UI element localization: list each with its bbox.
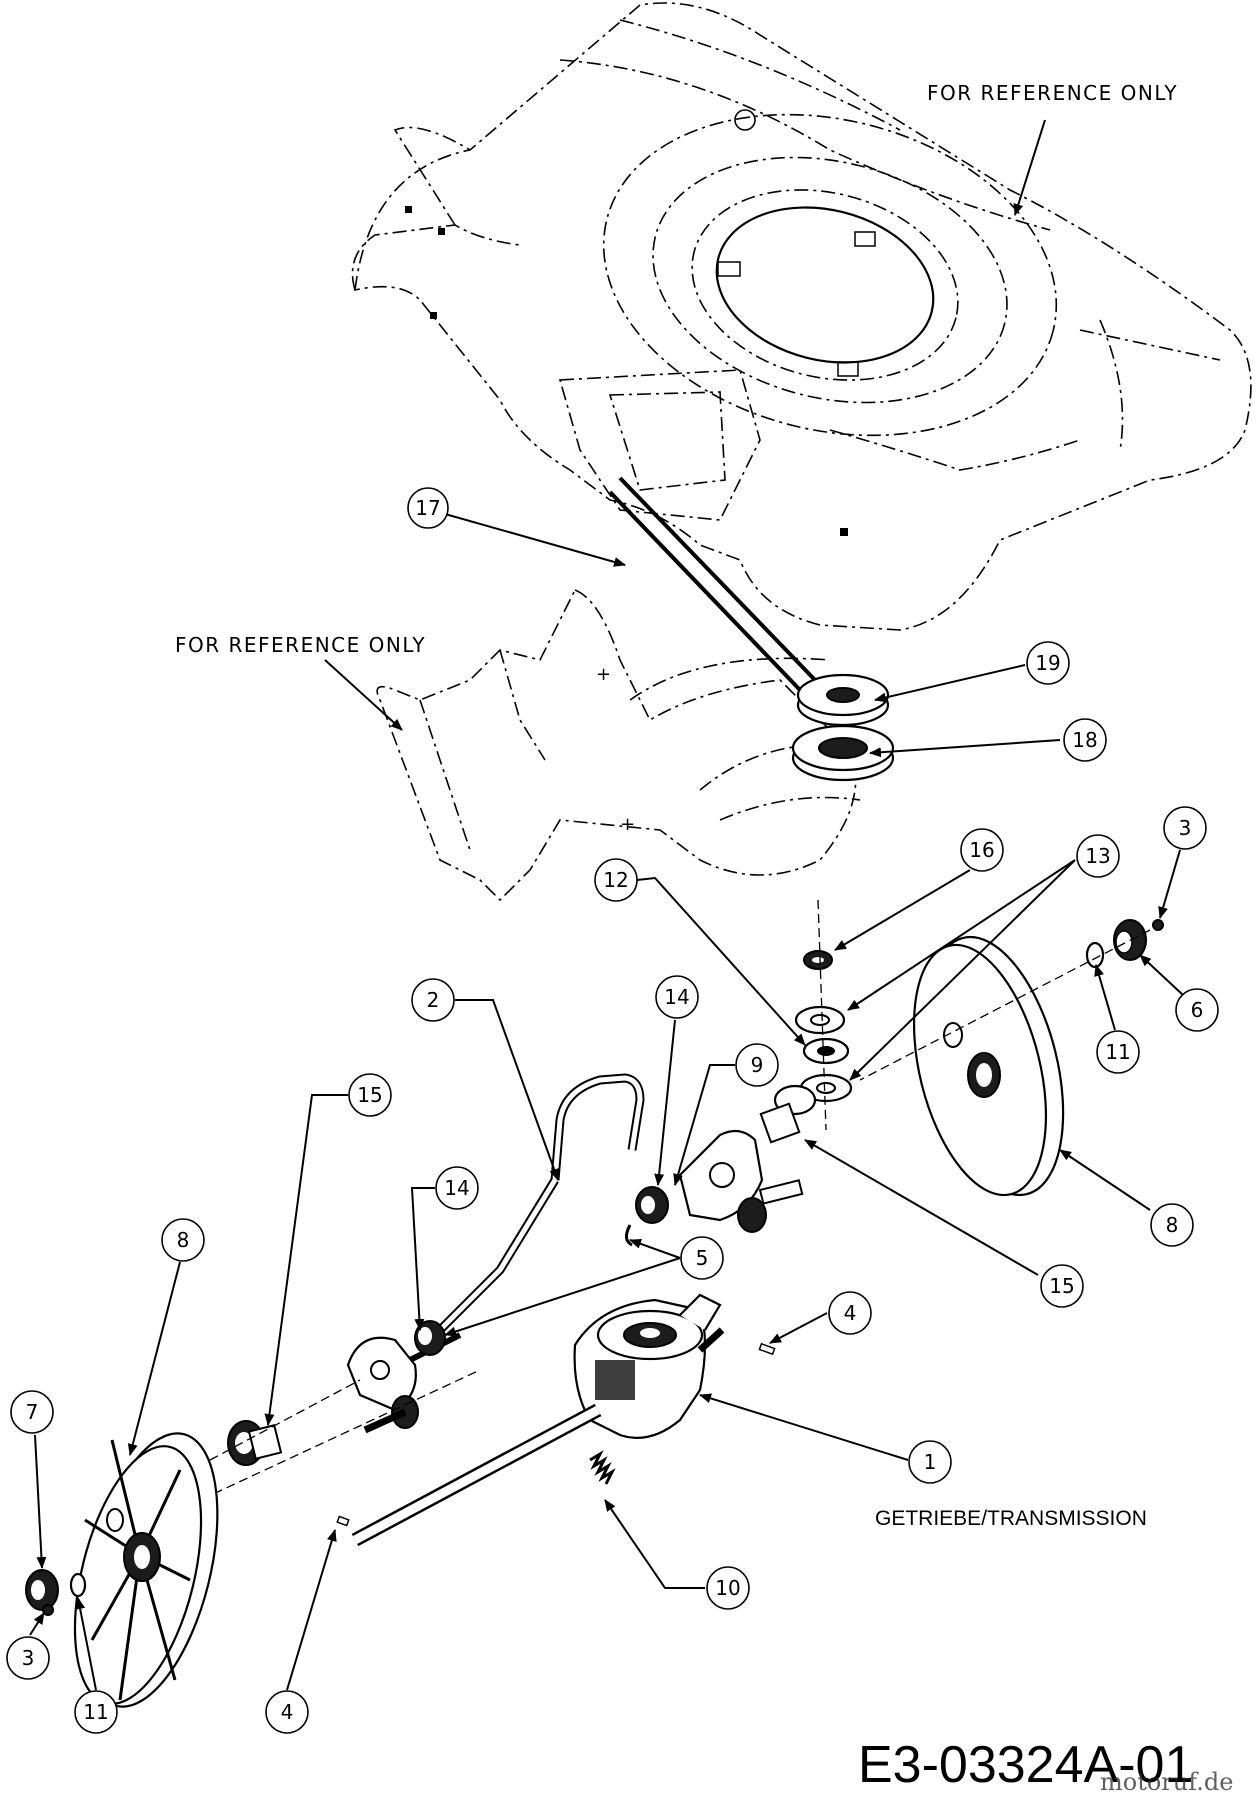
reference-label-top: FOR REFERENCE ONLY bbox=[927, 81, 1178, 105]
svg-text:3: 3 bbox=[22, 1646, 35, 1670]
callout-9: 9 bbox=[735, 1043, 779, 1087]
callout-14-left: 14 bbox=[435, 1166, 479, 1210]
hub-cap-left bbox=[25, 1569, 87, 1616]
bearing-left bbox=[227, 1420, 283, 1466]
callout-4-left: 4 bbox=[265, 1690, 309, 1734]
drive-belt bbox=[608, 476, 817, 692]
svg-text:15: 15 bbox=[1049, 1274, 1074, 1298]
svg-text:9: 9 bbox=[751, 1053, 764, 1077]
mower-deck-outline bbox=[351, 2, 1252, 631]
pulley-assembly bbox=[791, 673, 895, 782]
callout-1: 1 bbox=[908, 1440, 952, 1484]
callout-3-right: 3 bbox=[1163, 806, 1207, 850]
callout-14-upper: 14 bbox=[655, 975, 699, 1019]
callout-3-left: 3 bbox=[6, 1636, 50, 1680]
spring bbox=[589, 1450, 616, 1485]
svg-text:5: 5 bbox=[696, 1246, 709, 1270]
callout-7: 7 bbox=[10, 1390, 54, 1434]
svg-text:17: 17 bbox=[415, 496, 440, 520]
callout-17: 17 bbox=[407, 487, 449, 529]
svg-text:13: 13 bbox=[1085, 844, 1110, 868]
callout-8-right: 8 bbox=[1150, 1203, 1194, 1247]
callout-13: 13 bbox=[1076, 834, 1120, 878]
svg-text:+: + bbox=[620, 814, 635, 835]
svg-text:8: 8 bbox=[1166, 1213, 1179, 1237]
callout-5: 5 bbox=[680, 1236, 724, 1280]
svg-text:11: 11 bbox=[83, 1700, 108, 1724]
callout-18: 18 bbox=[1063, 718, 1107, 762]
svg-text:18: 18 bbox=[1072, 728, 1097, 752]
rear-wheel-left bbox=[73, 1432, 219, 1708]
svg-text:10: 10 bbox=[715, 1576, 740, 1600]
callout-2: 2 bbox=[411, 978, 455, 1022]
callout-4-right: 4 bbox=[828, 1291, 872, 1335]
callout-11-left: 11 bbox=[74, 1690, 118, 1734]
callout-10: 10 bbox=[706, 1566, 750, 1610]
svg-text:14: 14 bbox=[444, 1176, 469, 1200]
callout-12: 12 bbox=[594, 858, 638, 902]
transmission-label: GETRIEBE/TRANSMISSION bbox=[875, 1507, 1147, 1530]
svg-text:7: 7 bbox=[26, 1400, 39, 1424]
svg-text:2: 2 bbox=[427, 988, 440, 1012]
svg-text:1: 1 bbox=[924, 1450, 937, 1474]
svg-text:15: 15 bbox=[357, 1083, 382, 1107]
svg-text:14: 14 bbox=[664, 985, 689, 1009]
callout-15-right: 15 bbox=[1040, 1264, 1084, 1308]
svg-text:+: + bbox=[596, 664, 611, 685]
rear-chute-outline: + + bbox=[376, 588, 861, 902]
callout-16: 16 bbox=[960, 828, 1004, 872]
callout-11-right: 11 bbox=[1096, 1030, 1140, 1074]
watermark: motoruf.de bbox=[1100, 1768, 1233, 1796]
callout-6: 6 bbox=[1175, 988, 1219, 1032]
svg-text:4: 4 bbox=[281, 1700, 294, 1724]
drawing-code: E3-03324A-01 bbox=[858, 1736, 1193, 1794]
svg-text:19: 19 bbox=[1035, 651, 1060, 675]
left-bracket bbox=[346, 1336, 419, 1434]
svg-text:4: 4 bbox=[844, 1301, 857, 1325]
svg-text:8: 8 bbox=[177, 1228, 190, 1252]
svg-text:12: 12 bbox=[603, 868, 628, 892]
reference-label-left: FOR REFERENCE ONLY bbox=[175, 633, 426, 657]
callout-19: 19 bbox=[1026, 641, 1070, 685]
rear-wheel-right bbox=[912, 935, 1065, 1197]
svg-text:16: 16 bbox=[969, 838, 994, 862]
svg-text:11: 11 bbox=[1105, 1040, 1130, 1064]
svg-text:6: 6 bbox=[1191, 998, 1204, 1022]
transmission-gearbox bbox=[573, 1293, 725, 1439]
callout-15-left: 15 bbox=[348, 1073, 392, 1117]
svg-text:3: 3 bbox=[1179, 816, 1192, 840]
callout-8-left: 8 bbox=[161, 1218, 205, 1262]
